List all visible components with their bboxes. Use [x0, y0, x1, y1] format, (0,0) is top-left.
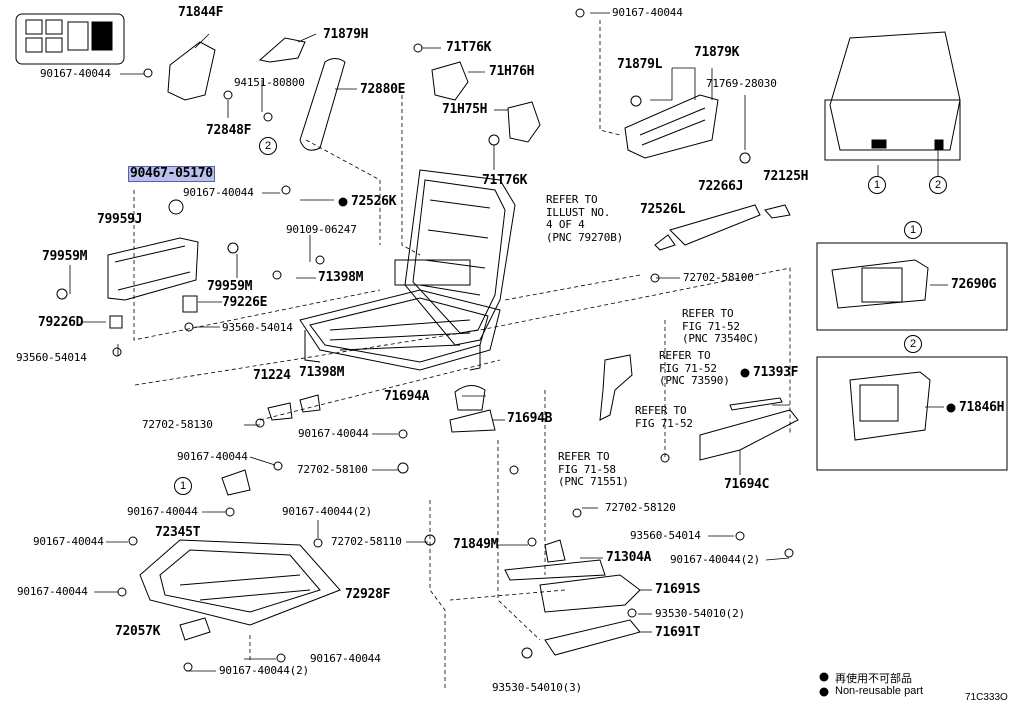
label-71694C: 71694C [724, 477, 770, 492]
label-72702-58100-b: 72702-58100 [297, 463, 368, 476]
label-90167-40044-2-f: 90167-40044(2) [282, 505, 372, 518]
label-79959M-a: 79959M [42, 249, 88, 264]
label-71769-28030: 71769-28030 [706, 77, 777, 90]
diagram-code: 71C333O [965, 692, 1008, 703]
label-71398M-a: 71398M [318, 270, 364, 285]
label-90109-06247: 90109-06247 [286, 223, 357, 236]
label-72526L: 72526L [640, 202, 686, 217]
label-71393F: 71393F [753, 365, 799, 380]
headrest-shape [299, 58, 346, 151]
label-90167-40044-e: 90167-40044 [127, 505, 198, 518]
bracket-71879H [258, 37, 306, 63]
label-72928F: 72928F [345, 587, 391, 602]
label-90167-40044-h: 90167-40044 [17, 585, 88, 598]
legend-jp: 再使用不可部品 [835, 673, 912, 685]
label-79226E: 79226E [222, 295, 268, 310]
label-93560-54014-b: 93560-54014 [16, 351, 87, 364]
label-90167-40044-top: 90167-40044 [612, 6, 683, 19]
rail-71691T [544, 619, 641, 656]
trim-71879K [624, 94, 719, 159]
label-72848F: 72848F [206, 123, 252, 138]
ref-illust-4: REFER TO ILLUST NO. 4 OF 4 (PNC 79270B) [546, 193, 624, 244]
label-93530-54010-2: 93530-54010(2) [655, 607, 745, 620]
label-71879K: 71879K [694, 45, 740, 60]
label-71H75H: 71H75H [442, 102, 488, 117]
cover-71H76H [431, 61, 469, 101]
label-71691S: 71691S [655, 582, 701, 597]
label-79226D: 79226D [38, 315, 84, 330]
tray-72928F [139, 539, 341, 626]
panel-79959J [107, 237, 199, 301]
label-90167-40044-i: 90167-40044 [310, 652, 381, 665]
label-79959M-b: 79959M [207, 279, 253, 294]
seat-frame [299, 169, 516, 371]
callout-1-c: 1 [904, 221, 922, 239]
label-90167-40044-a: 90167-40044 [40, 67, 111, 80]
label-72526K: 72526K [351, 194, 397, 209]
label-72345T: 72345T [155, 525, 201, 540]
ref-fig71-52: REFER TO FIG 71-52 [635, 404, 693, 430]
label-71844F: 71844F [178, 5, 224, 20]
label-71846H: 71846H [959, 400, 1005, 415]
trim-71844F [167, 41, 216, 101]
callout-1-a: 1 [174, 477, 192, 495]
ref-fig71-52-73540c: REFER TO FIG 71-52 (PNC 73540C) [682, 307, 760, 345]
label-72702-58130: 72702-58130 [142, 418, 213, 431]
label-79959J: 79959J [97, 212, 143, 227]
label-71T76K-b: 71T76K [482, 173, 528, 188]
callout-2-a: 2 [259, 137, 277, 155]
label-90167-40044-2-j: 90167-40044(2) [219, 664, 309, 677]
label-71398M-b: 71398M [299, 365, 345, 380]
ref-fig71-58-71551: REFER TO FIG 71-58 (PNC 71551) [558, 450, 629, 488]
label-71879L: 71879L [617, 57, 663, 72]
label-93560-54014-c: 93560-54014 [630, 529, 701, 542]
callout-1-b: 1 [868, 176, 886, 194]
label-93560-54014-a: 93560-54014 [222, 321, 293, 334]
label-72266J: 72266J [698, 179, 744, 194]
label-72880E: 72880E [360, 82, 406, 97]
label-72702-58120: 72702-58120 [605, 501, 676, 514]
label-90167-40044-b: 90167-40044 [183, 186, 254, 199]
label-71849M: 71849M [453, 537, 499, 552]
callout-2-b: 2 [929, 176, 947, 194]
label-90167-40044-d: 90167-40044 [177, 450, 248, 463]
label-90167-40044-2-k: 90167-40044(2) [670, 553, 760, 566]
label-90167-40044-g: 90167-40044 [33, 535, 104, 548]
legend-en: Non-reusable part [835, 685, 924, 697]
box-1 [816, 242, 1008, 331]
trim-72266J [669, 204, 761, 246]
cover-71H75H [507, 101, 541, 143]
label-72125H: 72125H [763, 169, 809, 184]
label-94151-80800: 94151-80800 [234, 76, 305, 89]
label-90467-05170-highlighted[interactable]: 90467-05170 [128, 166, 215, 182]
label-90167-40044-c: 90167-40044 [298, 427, 369, 440]
label-93530-54010-3: 93530-54010(3) [492, 681, 582, 694]
mechanism-71304A [504, 559, 606, 581]
seat-rear-view [824, 31, 961, 161]
label-71694A: 71694A [384, 389, 430, 404]
seatbelt-buckle [599, 354, 633, 421]
label-72702-58110: 72702-58110 [331, 535, 402, 548]
label-71304A: 71304A [606, 550, 652, 565]
ref-fig71-52-73590: REFER TO FIG 71-52 (PNC 73590) [659, 349, 730, 387]
label-71T76K-a: 71T76K [446, 40, 492, 55]
label-72057K: 72057K [115, 624, 161, 639]
label-71691T: 71691T [655, 625, 701, 640]
label-72702-58100-d: 72702-58100 [683, 271, 754, 284]
switch-panel-icon [15, 13, 125, 65]
callout-2-c: 2 [904, 335, 922, 353]
label-71224: 71224 [253, 368, 291, 383]
box-2 [816, 356, 1008, 471]
label-71H76H: 71H76H [489, 64, 535, 79]
cover-71694C [699, 409, 799, 461]
label-71879H: 71879H [323, 27, 369, 42]
label-71694B: 71694B [507, 411, 553, 426]
rail-71691S [539, 574, 641, 613]
label-72690G: 72690G [951, 277, 997, 292]
